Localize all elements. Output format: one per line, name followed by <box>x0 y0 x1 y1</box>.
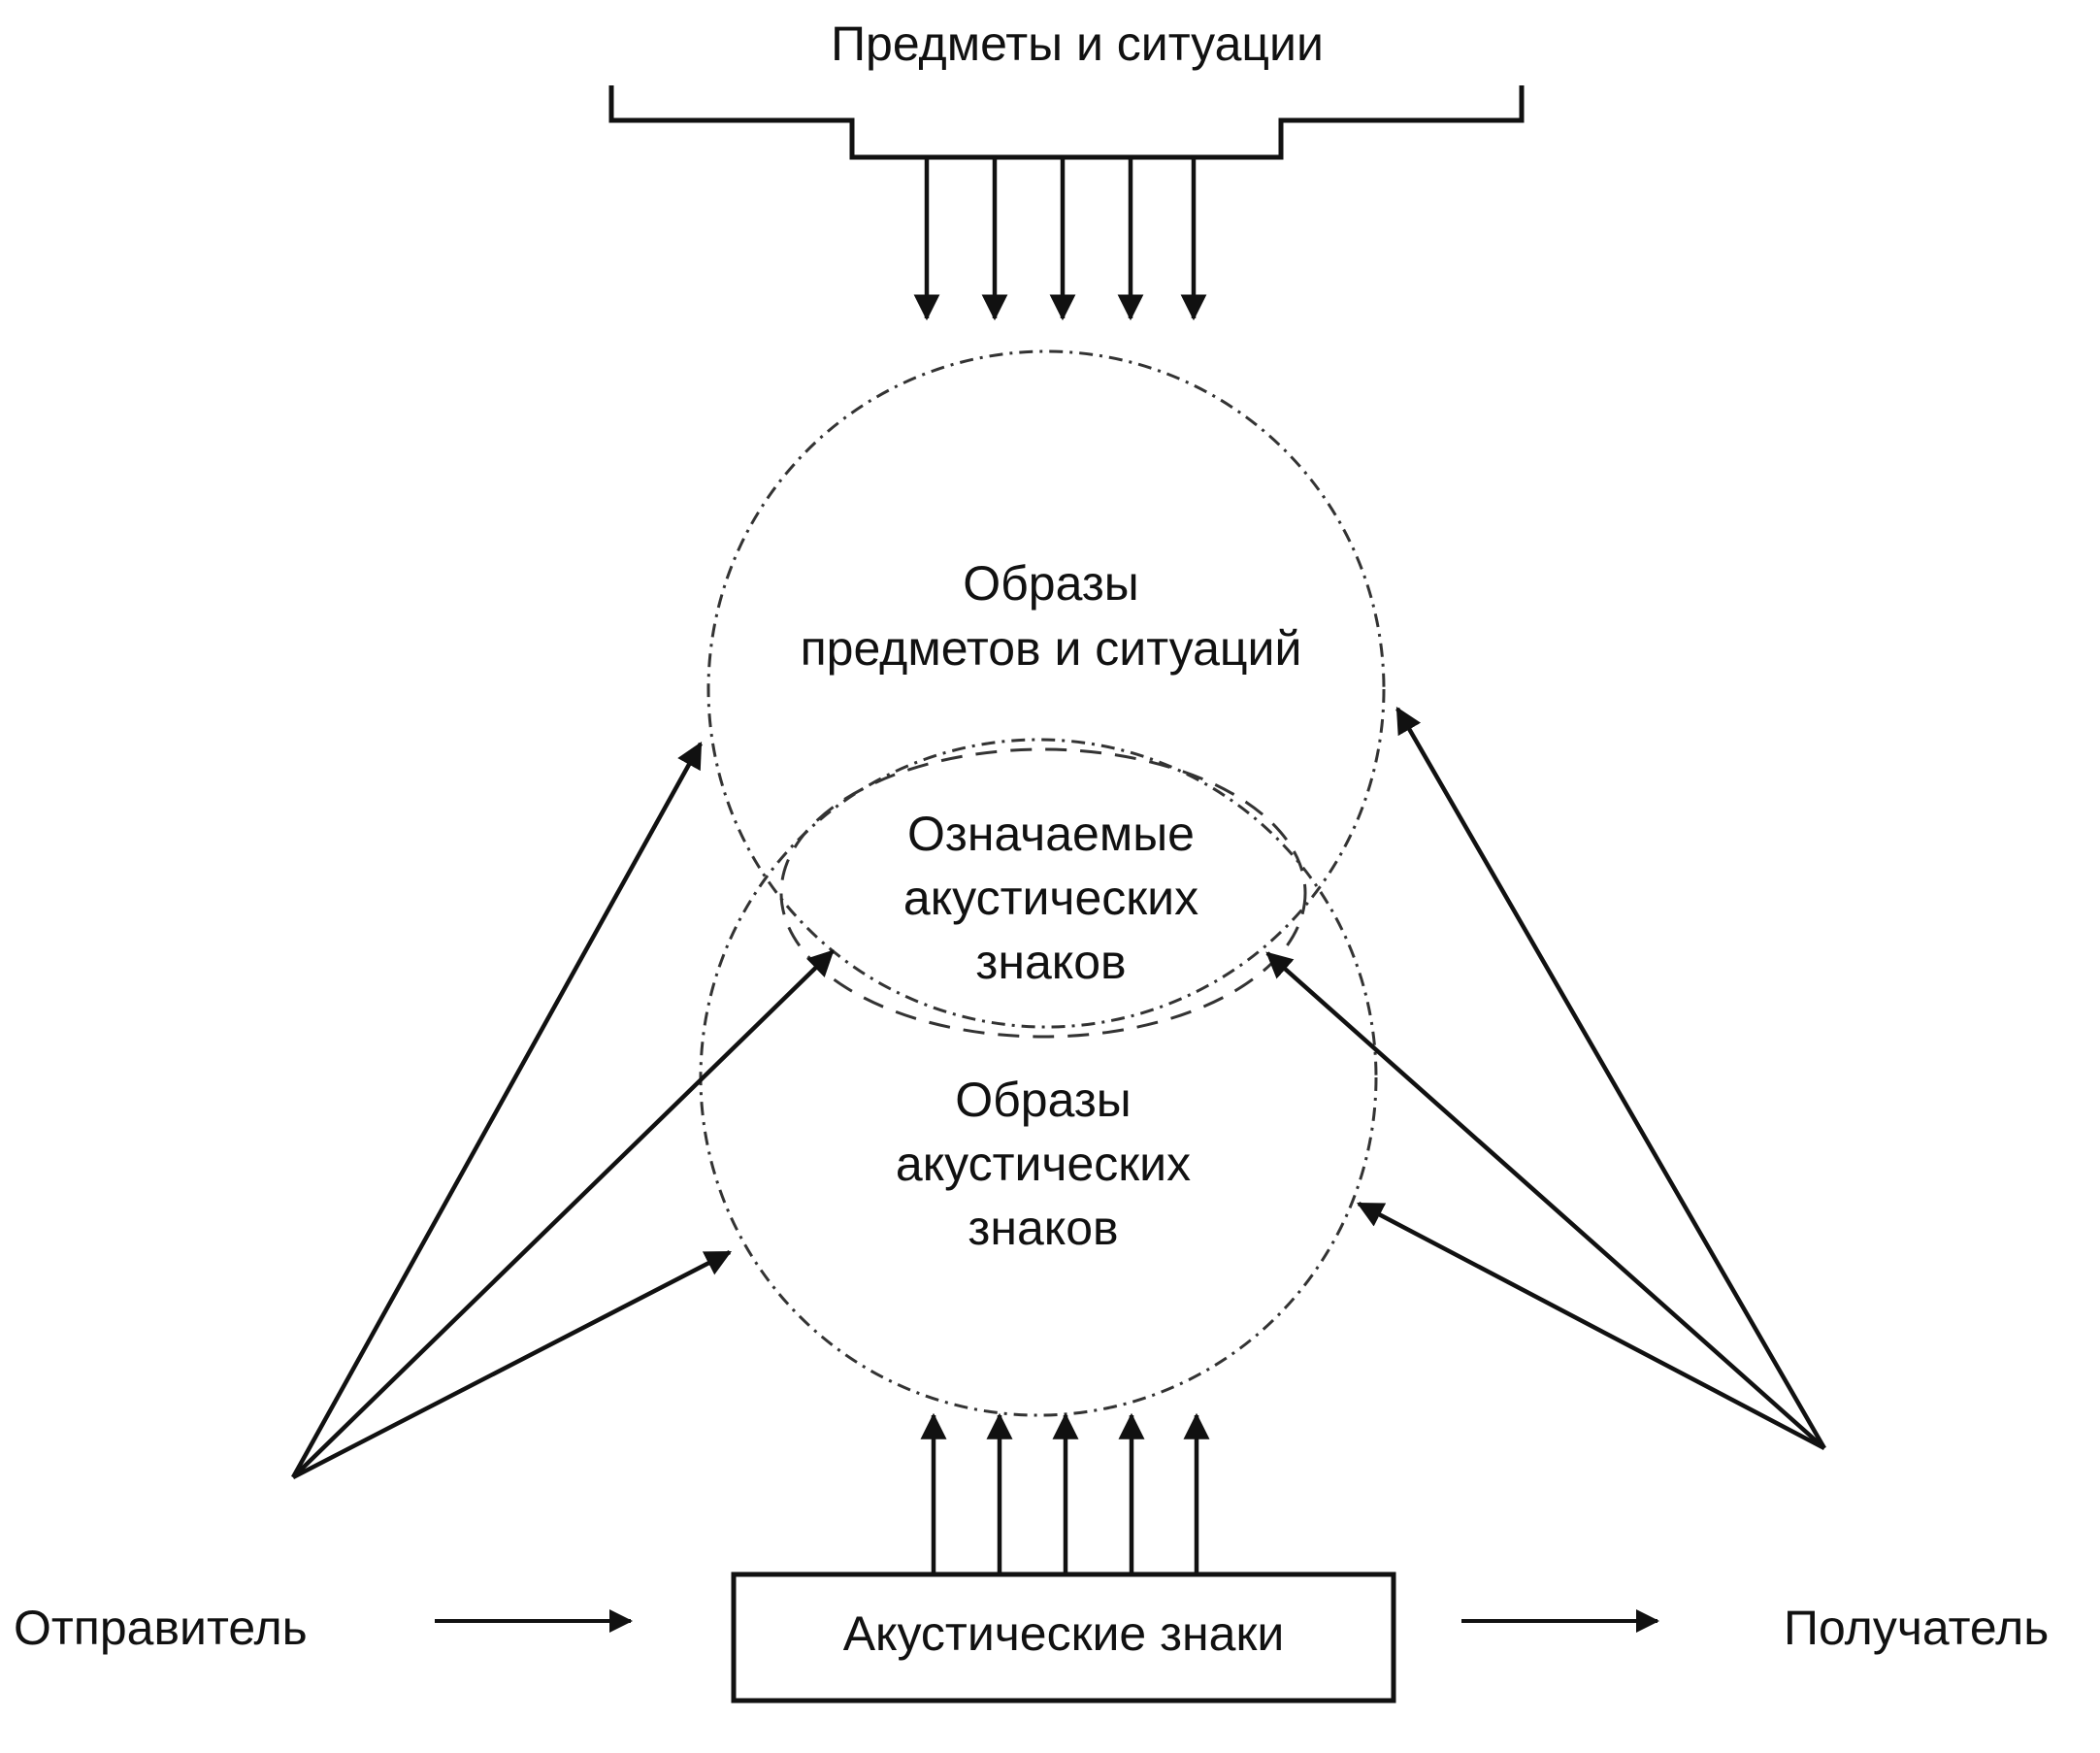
upper-circle-line1: Образы <box>963 556 1138 611</box>
receiver-to-overlap <box>1265 951 1826 1450</box>
top-bracket <box>608 85 1525 160</box>
sender-to-upper <box>291 742 703 1479</box>
sender-fan <box>291 742 835 1479</box>
overlap-line3: знаков <box>975 935 1126 989</box>
sender-to-overlap <box>291 949 835 1479</box>
lower-circle-line1: Образы <box>955 1073 1131 1127</box>
upper-circle-line2: предметов и ситуаций <box>801 621 1302 676</box>
overlap-ellipse <box>779 747 1307 1039</box>
overlap-line1: Означаемые <box>907 807 1195 861</box>
upper-circle <box>706 349 1386 1029</box>
receiver-fan <box>1265 707 1826 1450</box>
sender-label: Отправитель <box>14 1601 308 1655</box>
acoustic-signs-box <box>731 1571 1396 1703</box>
top-label: Предметы и ситуации <box>831 17 1324 71</box>
receiver-label: Получатель <box>1784 1601 2049 1655</box>
receiver-to-lower <box>1357 1202 1826 1450</box>
sender-to-lower <box>291 1250 732 1479</box>
lower-circle-line3: знаков <box>968 1201 1118 1255</box>
bottom-arrows <box>920 1412 1210 1574</box>
acoustic-signs-label: Акустические знаки <box>843 1606 1285 1661</box>
overlap-line2: акустических <box>903 871 1198 925</box>
top-arrows <box>913 157 1207 321</box>
receiver-to-upper <box>1395 707 1826 1450</box>
lower-circle-line2: акустических <box>896 1137 1191 1191</box>
